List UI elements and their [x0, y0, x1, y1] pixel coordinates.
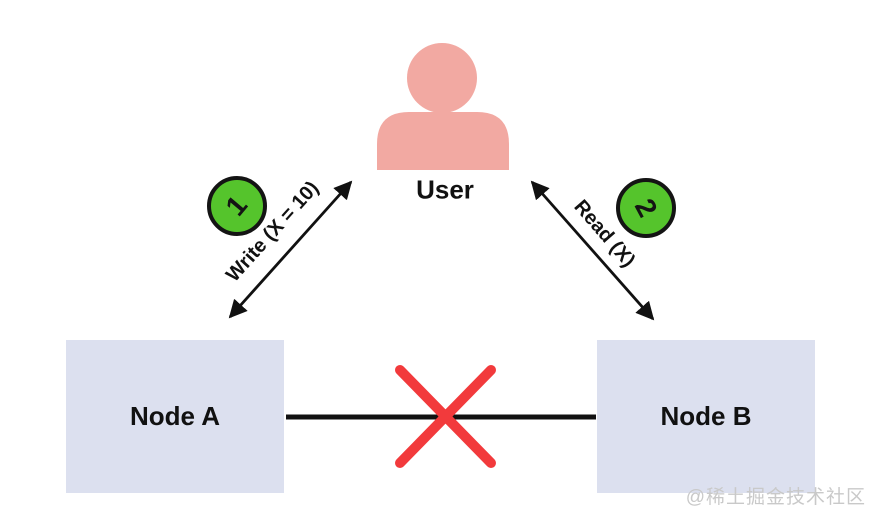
step-1-number: 1: [219, 189, 254, 222]
user-label: User: [416, 174, 474, 205]
node-a-label: Node A: [129, 401, 221, 431]
step-2-badge: 2: [616, 178, 676, 238]
node-b-label: Node B: [660, 401, 752, 431]
step-2-number: 2: [629, 193, 664, 222]
read-arrow: [530, 180, 655, 321]
watermark: @稀土掘金技术社区: [685, 487, 866, 508]
node-a-box: Node A: [66, 340, 284, 493]
step-1-badge: 1: [207, 176, 267, 236]
node-b-box: Node B: [597, 340, 815, 493]
user-icon: [377, 43, 509, 170]
write-arrow: [228, 180, 353, 319]
partition-cross-icon: [395, 365, 496, 468]
